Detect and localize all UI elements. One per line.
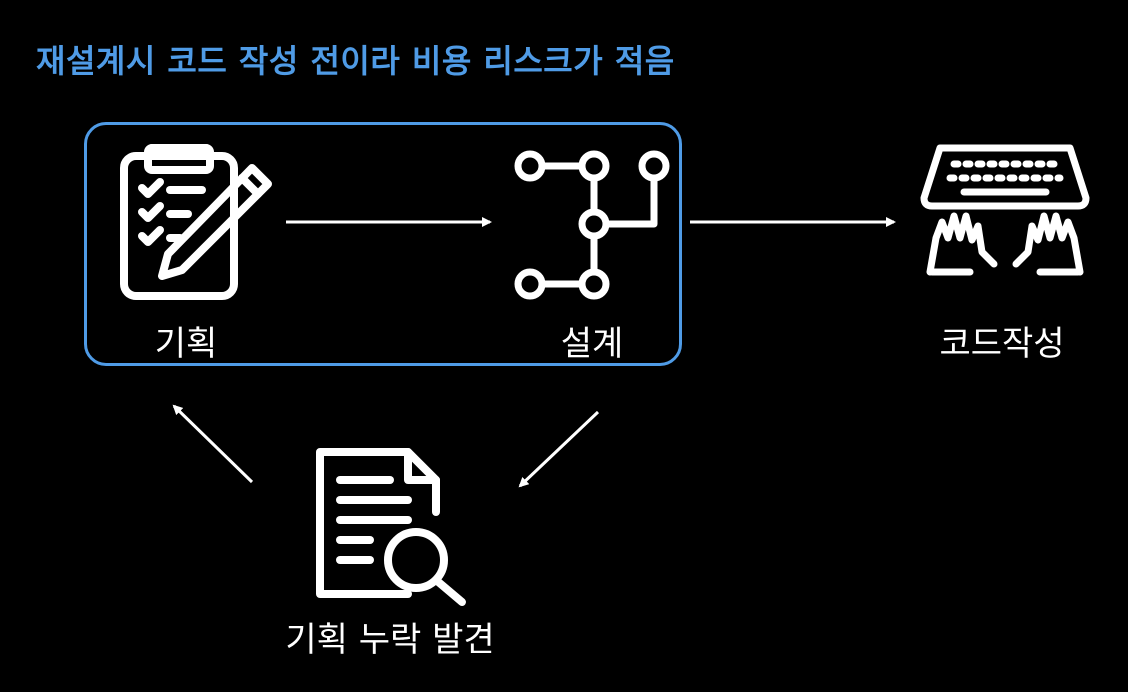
headline: 재설계시 코드 작성 전이라 비용 리스크가 적음 xyxy=(36,42,675,80)
plan-design-group-box xyxy=(84,122,682,366)
flow-branch-icon xyxy=(512,150,672,300)
plan-label: 기획 xyxy=(154,324,218,364)
document-search-icon xyxy=(312,446,472,606)
arrow-discover-to-plan xyxy=(172,404,254,484)
discover-label: 기획 누락 발견 xyxy=(285,620,495,660)
arrow-design-to-discover xyxy=(518,410,600,488)
clipboard-pencil-icon xyxy=(118,142,278,302)
keyboard-hands-icon xyxy=(920,142,1090,282)
code-label: 코드작성 xyxy=(939,324,1065,364)
design-label: 설계 xyxy=(560,324,624,364)
